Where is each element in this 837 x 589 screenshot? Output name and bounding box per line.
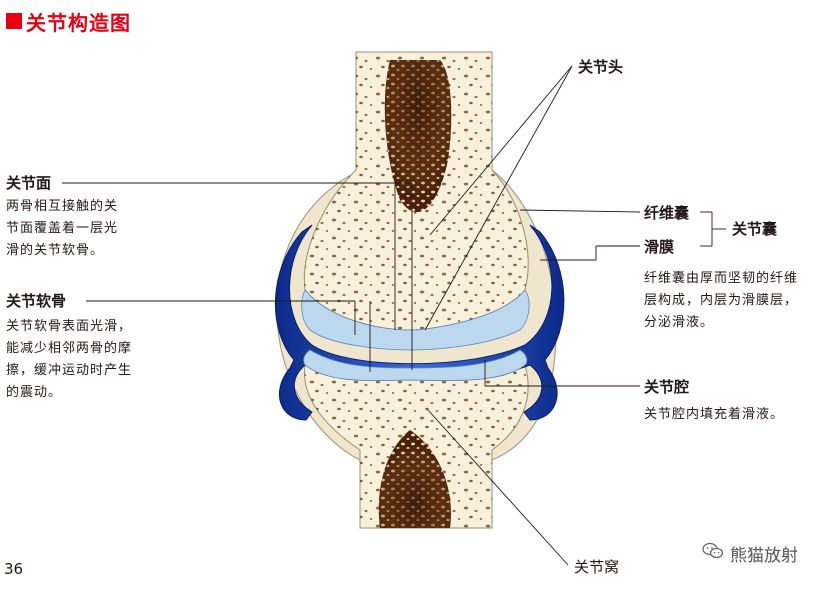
label-synovial-membrane: 滑膜 xyxy=(644,238,675,256)
title-square-icon xyxy=(6,13,22,29)
page-title: 关节构造图 xyxy=(6,6,131,36)
upper-cartilage-shape xyxy=(301,289,530,351)
desc-joint-capsule: 纤维囊由厚而坚韧的纤维 层构成，内层为滑膜层， 分泌滑液。 xyxy=(644,271,799,330)
watermark-text: 熊猫放射 xyxy=(730,545,798,566)
desc-articular-cartilage: 关节软骨表面光滑， 能减少相邻两骨的摩 擦，缓冲运动时产生 的震动。 xyxy=(6,319,133,400)
desc-articular-surface: 两骨相互接触的关 节面覆盖着一层光 滑的关节软骨。 xyxy=(6,199,119,258)
lower-cartilage-shape xyxy=(303,349,528,381)
leader-lines xyxy=(62,65,726,566)
label-joint-capsule: 关节囊 xyxy=(732,220,778,238)
label-articular-head: 关节头 xyxy=(578,58,624,76)
watermark: 熊猫放射 xyxy=(702,540,798,566)
label-articular-cartilage: 关节软骨 xyxy=(6,292,67,310)
label-joint-cavity: 关节腔 xyxy=(644,378,690,396)
label-articular-fossa: 关节窝 xyxy=(574,558,620,576)
page-number: 36 xyxy=(4,560,24,578)
label-articular-surface: 关节面 xyxy=(6,174,52,192)
desc-joint-cavity: 关节腔内填充着滑液。 xyxy=(644,407,785,422)
title-text: 关节构造图 xyxy=(26,10,131,35)
wechat-icon xyxy=(702,542,724,565)
label-fibrous-capsule: 纤维囊 xyxy=(644,204,690,222)
